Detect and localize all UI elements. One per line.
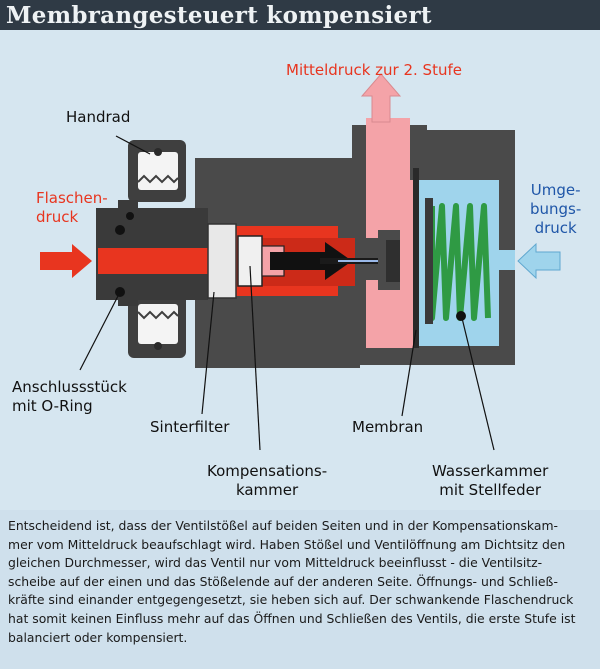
ambient-port: [499, 250, 515, 270]
leader-membran: [401, 329, 417, 417]
label-kompensation-line-2: kammer: [235, 481, 299, 499]
label-handrad: Handrad: [66, 108, 131, 126]
page-title: Membrangesteuert kompensiert: [6, 2, 432, 29]
label-umgebungsdruck-line-3: druck: [534, 219, 577, 237]
valve-seat-disc: [386, 240, 400, 282]
handwheel-top-inner: [138, 152, 178, 190]
valve-stem-line: [338, 260, 396, 262]
o-ring-top: [115, 225, 125, 235]
label-wasserkammer: Wasserkammer mit Stellfeder: [432, 462, 548, 500]
membrane: [413, 168, 419, 348]
leader-kompensation: [249, 265, 261, 451]
caption-line: mer vom Mitteldruck beaufschlagt wird. H…: [8, 536, 566, 552]
leader-wasserkammer: [461, 317, 495, 451]
adjustment-spring: [429, 203, 491, 321]
label-kompensation: Kompensations- kammer: [207, 462, 327, 500]
caption-line: balanciert oder kompensiert.: [8, 629, 188, 645]
label-umgebungsdruck: Umge- bungs- druck: [530, 181, 581, 238]
handwheel-bottom-inner: [138, 304, 178, 344]
caption-text: Entscheidend ist, dass der Ventilstößel …: [8, 517, 594, 647]
o-ring-top2: [126, 212, 134, 220]
leader-handrad: [115, 135, 151, 155]
handwheel-top-thread: [137, 174, 179, 184]
label-flaschendruck-line-1: Flaschen-: [36, 189, 108, 207]
handwheel-dot-top: [154, 148, 162, 156]
caption-line: scheibe auf der einen und das Stößelende…: [8, 573, 559, 589]
label-umgebungsdruck-line-2: bungs-: [530, 200, 582, 218]
water-marker: [456, 311, 466, 321]
mitteldruck-arrow: [360, 73, 402, 123]
umgebungsdruck-arrow: [517, 242, 561, 280]
leader-anschluss: [79, 295, 119, 371]
high-pressure-channel: [98, 248, 218, 274]
caption-line: kräfte sind einander entgegengesetzt, si…: [8, 592, 574, 608]
compensation-chamber: [237, 235, 263, 287]
label-sinterfilter: Sinterfilter: [150, 418, 230, 436]
connector-stub-top: [118, 200, 138, 214]
sinter-filter: [207, 223, 237, 299]
regulator-diagram: [40, 73, 561, 451]
spring-plate: [425, 198, 433, 324]
o-ring-bottom: [115, 287, 125, 297]
label-wasserkammer-line-2: mit Stellfeder: [439, 481, 542, 499]
leader-sinterfilter: [201, 291, 215, 415]
label-flaschendruck: Flaschen- druck: [36, 189, 108, 227]
label-flaschendruck-line-2: druck: [36, 208, 79, 226]
label-mitteldruck: Mitteldruck zur 2. Stufe: [286, 61, 462, 79]
handwheel-dot-bottom: [154, 342, 162, 350]
label-anschluss: Anschlussstück mit O-Ring: [12, 378, 127, 416]
label-kompensation-line-1: Kompensations-: [207, 462, 328, 480]
label-anschluss-line-1: Anschlussstück: [12, 378, 127, 396]
label-anschluss-line-2: mit O-Ring: [12, 397, 93, 415]
valve-stem-arrow: [270, 242, 352, 280]
flaschendruck-arrow: [40, 244, 92, 278]
label-wasserkammer-line-1: Wasserkammer: [432, 462, 549, 480]
caption-line: hat somit keinen Einfluss mehr auf das Ö…: [8, 610, 576, 626]
handwheel-bottom-thread: [137, 310, 179, 320]
caption-line: Entscheidend ist, dass der Ventilstößel …: [8, 518, 559, 533]
label-membran: Membran: [352, 418, 424, 436]
label-umgebungsdruck-line-1: Umge-: [530, 181, 581, 199]
header-bar: Membrangesteuert kompensiert: [0, 0, 600, 30]
caption-line: gleichen Durchmesser, wird das Ventil nu…: [8, 555, 543, 571]
